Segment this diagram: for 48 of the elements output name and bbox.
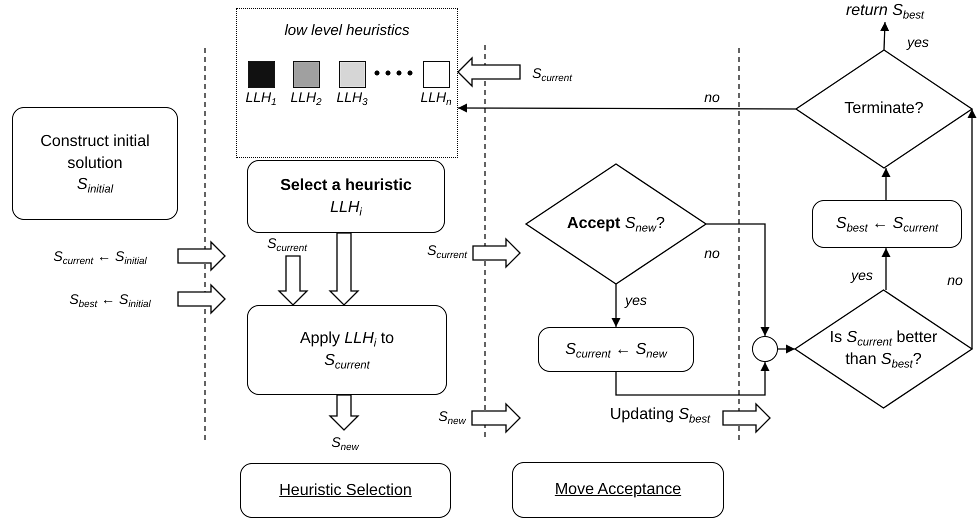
arrow: [778, 344, 795, 354]
block-arrow: [328, 232, 360, 306]
junction-circle: [752, 336, 778, 362]
arrow: [968, 109, 976, 349]
flow-label: S$_{best}$ ← S$_{initial}$: [67, 291, 153, 307]
arrow: [882, 248, 890, 290]
process-box: [512, 462, 724, 518]
decision-text: Accept S$_{new}$?: [567, 214, 665, 235]
step-text: S$_{initial}$: [76, 175, 114, 196]
step-text: LLH$_{i}$: [330, 198, 362, 218]
flow-label: S$_{current}$ ← S$_{initial}$: [51, 248, 149, 264]
block-arrow: [328, 394, 360, 431]
process-box: [247, 160, 445, 233]
step-text: Move Acceptance: [554, 480, 682, 500]
block-arrow: [277, 255, 309, 306]
arrow: [882, 168, 890, 200]
step-text: Construct initial solution: [39, 132, 151, 174]
process-box: [12, 107, 178, 220]
arrow: [612, 284, 620, 327]
process-box: [538, 327, 694, 372]
process-box: [812, 200, 962, 248]
heuristic-label: LLH$_{n}$: [420, 88, 452, 107]
group-panel: [236, 8, 458, 158]
heuristic-label: LLH$_{3}$: [336, 88, 368, 107]
process-box: [247, 305, 447, 395]
block-arrow: [457, 56, 521, 88]
decision-text: Terminate?: [844, 99, 924, 120]
group-title: low level heuristics: [284, 21, 410, 41]
step-text: Apply LLH$_{i}$ to: [300, 329, 394, 350]
result-text: return S$_{best}$: [846, 1, 924, 22]
arrow: [458, 104, 796, 113]
arrow: [706, 223, 770, 336]
step-text: S$_{current}$: [324, 351, 370, 372]
edge-label: S$_{current}$: [530, 65, 574, 81]
step-text: Select a heuristic: [280, 176, 412, 196]
arrow: [880, 22, 890, 50]
decision-text: Is S$_{current}$ better than S$_{best}$?: [828, 328, 938, 371]
flow-label: S$_{new}$: [436, 408, 468, 424]
arrow: [615, 362, 770, 396]
heuristic-label: LLH$_{1}$: [245, 88, 277, 107]
edge-label: S$_{current}$: [265, 235, 309, 251]
flow-label: S$_{current}$: [425, 242, 469, 258]
process-box: [240, 463, 451, 518]
edge-label: S$_{new}$: [329, 434, 361, 450]
step-text: S$_{best}$ ← S$_{current}$: [836, 214, 938, 235]
step-text: Heuristic Selection: [279, 480, 412, 501]
step-text: S$_{current}$ ← S$_{new}$: [565, 340, 667, 360]
heuristic-label: LLH$_{2}$: [290, 88, 322, 107]
